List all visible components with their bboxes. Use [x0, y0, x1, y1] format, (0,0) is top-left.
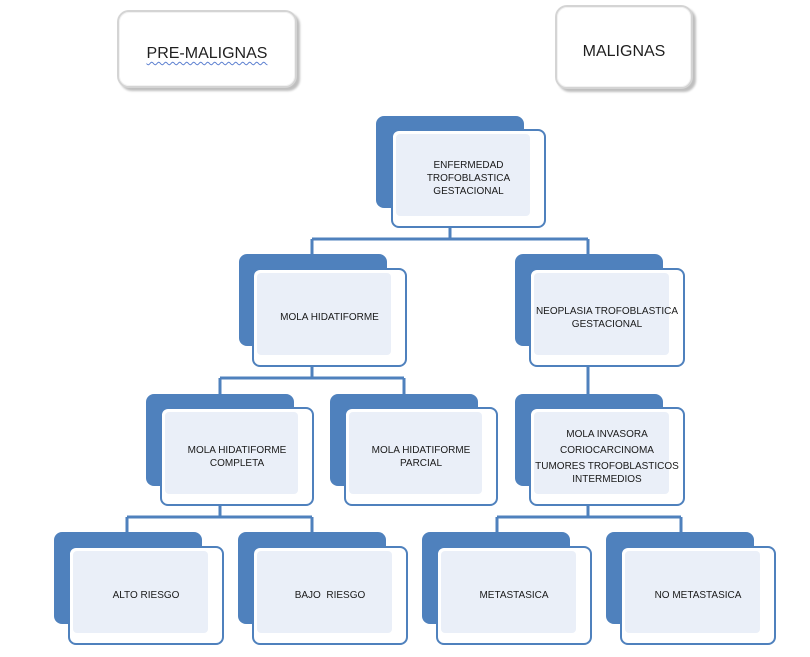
node-metastasica: METASTASICA — [422, 532, 592, 645]
node-alto-riesgo: ALTO RIESGO — [54, 532, 224, 645]
node-label: BAJO RIESGO — [294, 590, 366, 601]
node-mola-completa: MOLA HIDATIFORME COMPLETA — [146, 394, 314, 506]
node-no-metastasica: NO METASTASICA — [606, 532, 776, 645]
node-label: MOLA HIDATIFORME — [187, 444, 287, 456]
node-label: ENFERMEDAD — [433, 160, 504, 171]
node-label: GESTACIONAL — [571, 318, 643, 330]
node-label: METASTASICA — [479, 590, 549, 601]
malignas-header: MALIGNAS — [555, 5, 693, 89]
node-label: MOLA HIDATIFORME — [280, 312, 379, 323]
node-label: ALTO RIESGO — [112, 590, 180, 601]
node-label: INTERMEDIOS — [572, 473, 642, 485]
pre-malignas-header: PRE-MALIGNAS — [117, 10, 297, 88]
node-malignas-list: MOLA INVASORA CORIOCARCINOMA TUMORES TRO… — [515, 394, 685, 506]
node-label: NEOPLASIA TROFOBLASTICA — [535, 305, 679, 317]
node-label: CORIOCARCINOMA — [560, 444, 654, 456]
connector-root — [310, 224, 590, 256]
node-label: TROFOBLASTICA — [426, 173, 511, 184]
connector-mola — [218, 364, 406, 396]
node-label: MOLA HIDATIFORME — [371, 444, 471, 456]
connector-malignas — [495, 503, 683, 534]
node-label: TUMORES TROFOBLASTICOS — [535, 460, 679, 472]
pre-malignas-label: PRE-MALIGNAS — [146, 45, 268, 62]
node-bajo-riesgo: BAJO RIESGO — [238, 532, 408, 645]
node-label: NO METASTASICA — [654, 590, 742, 601]
node-label: GESTACIONAL — [433, 186, 504, 197]
node-label: COMPLETA — [209, 457, 265, 469]
node-mola-hidatiforme: MOLA HIDATIFORME — [239, 254, 407, 367]
node-mola-parcial: MOLA HIDATIFORME PARCIAL — [330, 394, 498, 506]
node-label: MOLA INVASORA — [566, 428, 648, 440]
node-neoplasia-trofoblastica: NEOPLASIA TROFOBLASTICA GESTACIONAL — [515, 254, 685, 367]
node-label: PARCIAL — [399, 457, 443, 469]
malignas-label: MALIGNAS — [582, 43, 666, 60]
node-enfermedad-trofoblastica: ENFERMEDAD TROFOBLASTICA GESTACIONAL — [376, 116, 546, 228]
